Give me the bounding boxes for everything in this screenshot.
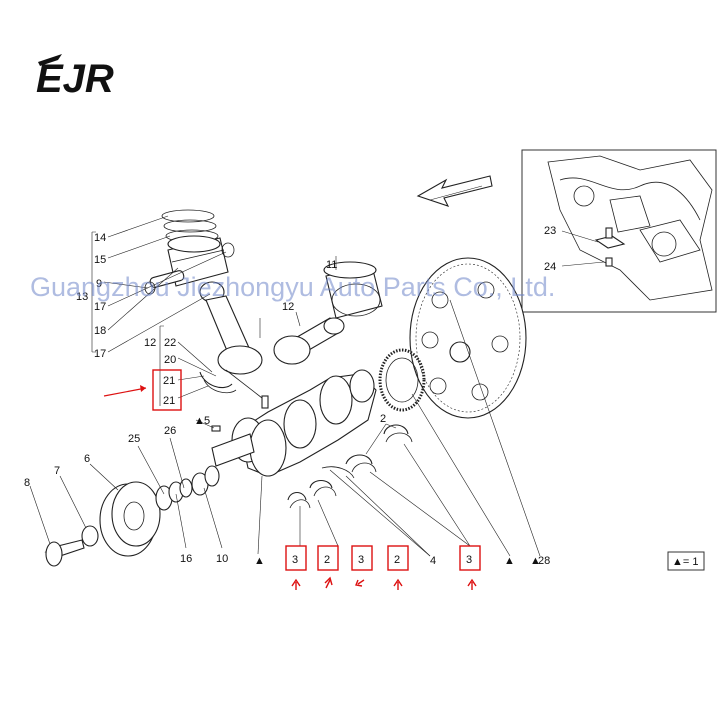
rod-bearing-shells	[199, 371, 237, 394]
red-pointer-arrow	[103, 387, 147, 397]
label-18: 18	[94, 325, 106, 337]
piston-middle	[323, 261, 383, 319]
svg-text:3: 3	[466, 554, 472, 566]
highlight-box-3-left: 3	[285, 545, 307, 571]
logo-swoosh	[38, 54, 62, 66]
highlight-box-2-right: 2	[387, 545, 409, 571]
label-21-top: 21	[163, 375, 175, 387]
label-9: 9	[96, 278, 102, 290]
svg-text:3: 3	[358, 554, 364, 566]
watermark-text: Guangzhou Jiezhongyu Auto Parts Co., Ltd…	[30, 272, 555, 302]
label-26: 26	[164, 425, 176, 437]
label-2: 2	[380, 413, 386, 425]
inset-detail-box: 23 24	[521, 149, 717, 313]
label-6: 6	[84, 453, 90, 465]
washer-7	[81, 525, 99, 547]
bolt-part-24	[605, 257, 613, 267]
label-11: 11	[326, 259, 337, 271]
label-12-middle: 12	[282, 301, 294, 313]
legend-box: ▲= 1	[667, 551, 705, 571]
leader-lines	[29, 215, 541, 557]
direction-arrow-icon	[416, 175, 493, 207]
pulley	[99, 481, 161, 557]
marker-crankshaft: ▲	[254, 555, 265, 567]
label-16: 16	[180, 553, 192, 565]
label-10: 10	[216, 553, 228, 565]
main-bearing-shells	[287, 424, 413, 509]
label-17-bottom: 17	[94, 348, 106, 360]
svg-text:2: 2	[394, 554, 400, 566]
bracket-part-23	[594, 227, 626, 249]
marker-28: ▲	[530, 555, 541, 567]
red-small-arrows	[291, 576, 477, 590]
label-12-left: 12	[144, 337, 156, 349]
bolt-8	[44, 539, 85, 567]
label-7: 7	[54, 465, 60, 477]
reluctor-ring	[378, 348, 426, 412]
seal-and-spacers	[155, 465, 220, 511]
label-5: 5	[204, 415, 210, 427]
label-21-bottom: 21	[163, 395, 175, 407]
svg-text:2: 2	[324, 554, 330, 566]
label-15: 15	[94, 254, 106, 266]
highlight-box-21	[152, 369, 182, 411]
label-25: 25	[128, 433, 140, 445]
crankshaft	[211, 369, 377, 477]
connecting-rod-middle	[273, 317, 345, 365]
label-24: 24	[544, 261, 556, 273]
highlight-box-3-right: 3	[459, 545, 481, 571]
marker-flywheel: ▲	[504, 555, 515, 567]
label-17-top: 17	[94, 301, 106, 313]
key-5	[211, 425, 221, 432]
flywheel	[409, 257, 527, 419]
label-8: 8	[24, 477, 30, 489]
label-13: 13	[76, 291, 88, 303]
piston	[167, 235, 229, 287]
highlight-box-2-left: 2	[317, 545, 339, 571]
marker-5: ▲	[194, 415, 205, 427]
label-28: 28	[538, 555, 550, 567]
connecting-rod-left	[199, 281, 269, 409]
label-22: 22	[164, 337, 176, 349]
label-23: 23	[544, 225, 556, 237]
label-4: 4	[430, 555, 436, 567]
logo-text: EJR	[36, 57, 114, 101]
label-20: 20	[164, 354, 176, 366]
label-14: 14	[94, 232, 106, 244]
highlight-box-3-middle: 3	[351, 545, 373, 571]
legend-text: ▲= 1	[672, 556, 699, 568]
ejr-logo: EJR	[36, 54, 114, 101]
svg-text:3: 3	[292, 554, 298, 566]
